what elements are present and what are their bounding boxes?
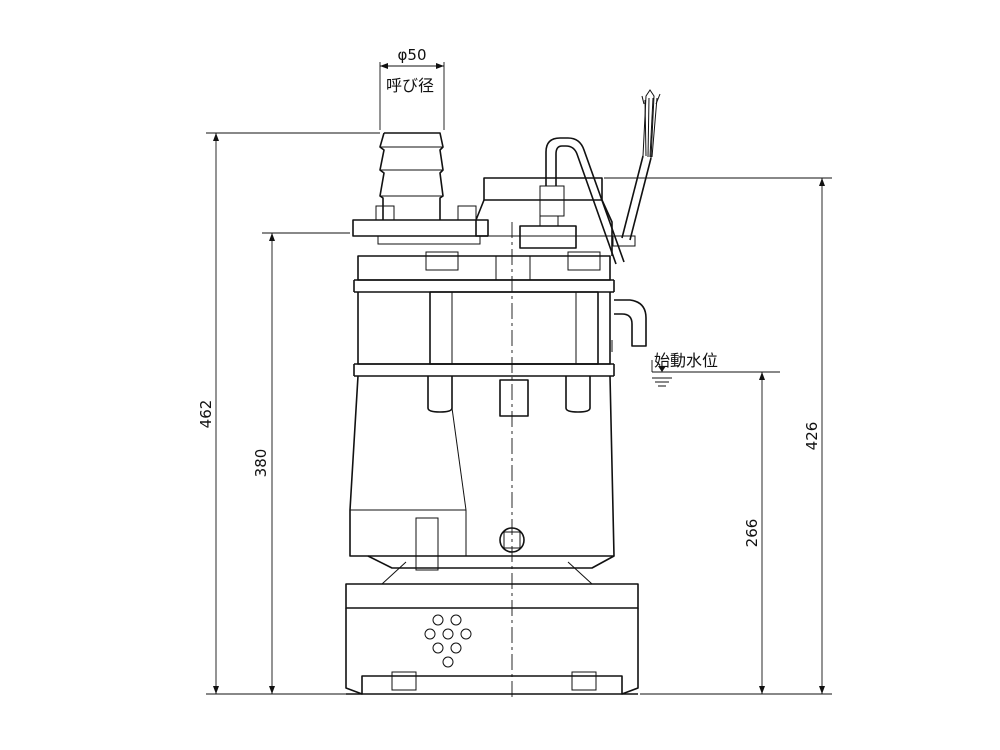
water-level-mark: [651, 360, 780, 387]
strainer-holes: [424, 614, 472, 668]
upper-body: [353, 251, 615, 293]
start-water-level-caption: 始動水位: [654, 351, 718, 370]
strainer-stand: [345, 555, 639, 695]
dimension-426: [819, 178, 825, 694]
motor-cover: [475, 177, 613, 256]
nominal-diameter-caption: 呼び径: [386, 76, 434, 95]
dimension-266: [759, 372, 765, 694]
dimension-462-label: 462: [197, 400, 215, 429]
dimension-266-label: 266: [743, 519, 761, 548]
discharge-nozzle: [379, 62, 445, 220]
power-cable: [612, 89, 661, 247]
top-flange: [352, 205, 489, 245]
handle: [539, 137, 625, 265]
dimension-426-label: 426: [803, 422, 821, 451]
dimension-380: [269, 233, 275, 694]
lower-casing: [349, 375, 615, 571]
dimension-462: [213, 133, 219, 694]
motor-frame: [353, 291, 615, 377]
dimension-380-label: 380: [252, 449, 270, 478]
extension-lines: [206, 132, 832, 695]
float-switch: [611, 299, 647, 352]
nominal-diameter-value: φ50: [398, 46, 427, 64]
